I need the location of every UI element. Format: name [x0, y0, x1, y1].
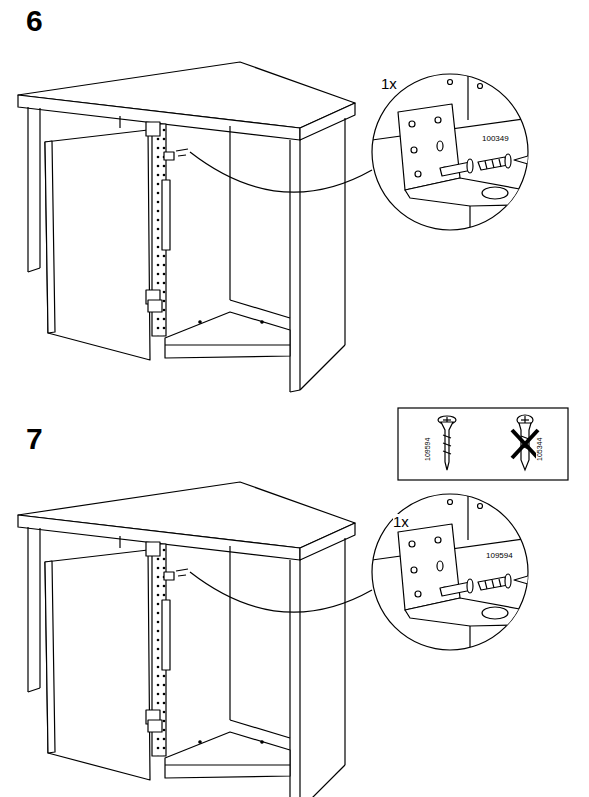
part-number: 100349: [482, 135, 509, 143]
quantity-label: 1x: [393, 514, 409, 529]
part-number: 105344: [536, 438, 543, 461]
step-number: 6: [26, 6, 43, 36]
quantity-label: 1x: [381, 76, 397, 91]
part-number: 109594: [486, 552, 513, 560]
part-number: 109594: [424, 438, 431, 461]
step-number: 7: [26, 424, 43, 454]
